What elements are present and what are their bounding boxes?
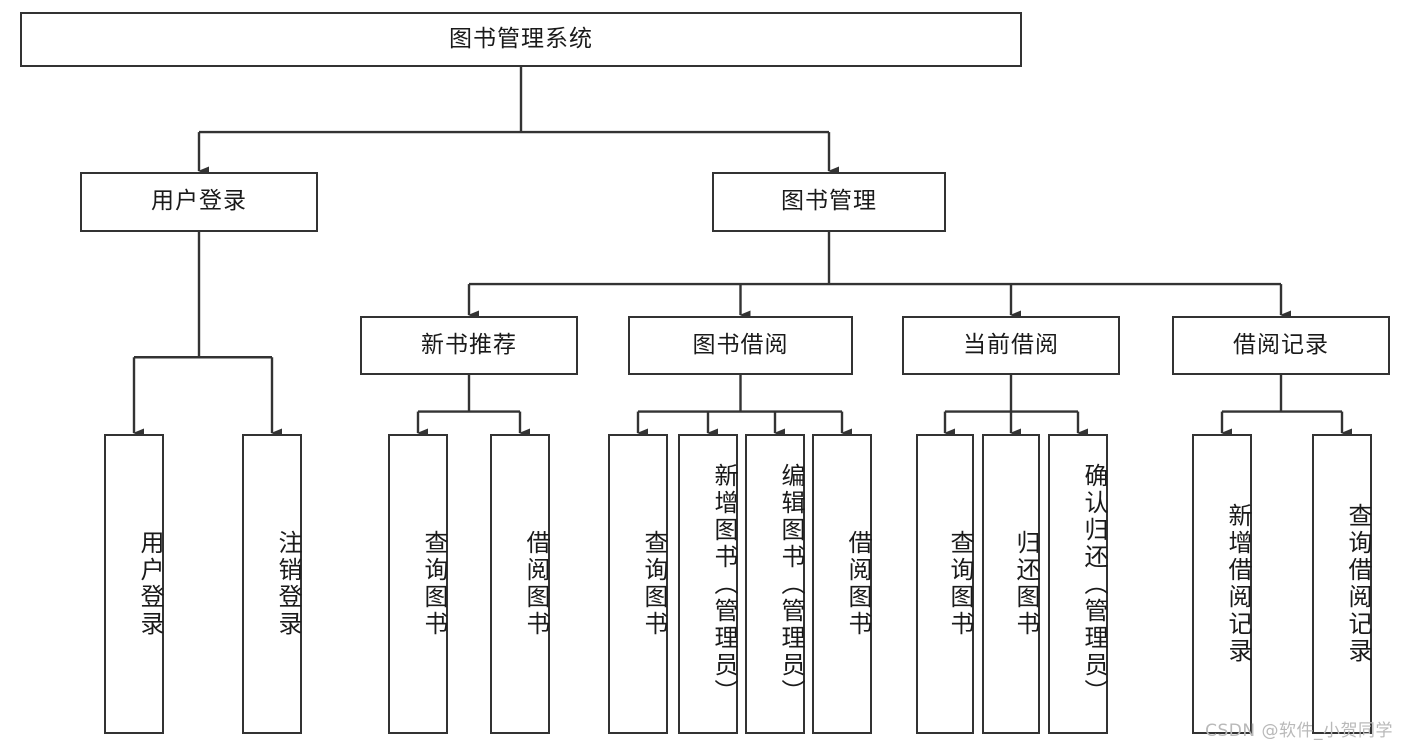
tree-node-records[interactable]: 借阅记录 [1172,316,1390,375]
tree-node-login[interactable]: 用户登录 [80,172,318,232]
tree-node-label: 查询图书 [420,530,448,638]
tree-node-bookmgmt[interactable]: 图书管理 [712,172,946,232]
tree-edges [132,67,1352,438]
edge-trunk-current [945,375,1078,413]
tree-node-label: 图书借阅 [692,331,789,358]
edge-trunk-root [199,67,829,134]
tree-node-label: 图书管理 [781,188,877,215]
tree-node-current[interactable]: 当前借阅 [902,316,1120,375]
tree-node-label: 查询图书 [640,530,668,638]
tree-node-label: 确认归还（管理员） [1080,462,1108,706]
tree-node-leaf-rec-2[interactable]: 查询借阅记录 [1312,434,1372,734]
tree-node-leaf-rec-1[interactable]: 新增借阅记录 [1192,434,1252,734]
tree-node-label: 借阅图书 [522,530,550,638]
tree-node-label: 编辑图书（管理员） [777,462,805,706]
tree-node-leaf-login-2[interactable]: 注销登录 [242,434,302,734]
tree-node-label: 图书管理系统 [449,25,593,52]
tree-node-label: 归还图书 [1012,530,1040,638]
tree-node-leaf-new-1[interactable]: 查询图书 [388,434,448,734]
tree-node-newbook[interactable]: 新书推荐 [360,316,578,375]
edge-trunk-newbook [418,375,520,413]
tree-node-label: 借阅记录 [1233,331,1329,358]
tree-node-leaf-new-2[interactable]: 借阅图书 [490,434,550,734]
tree-node-leaf-cur-1[interactable]: 查询图书 [916,434,974,734]
tree-node-leaf-bor-2[interactable]: 新增图书（管理员） [678,434,738,734]
tree-node-leaf-cur-3[interactable]: 确认归还（管理员） [1048,434,1108,734]
tree-node-label: 用户登录 [136,530,164,638]
tree-node-label: 当前借阅 [963,331,1059,358]
edge-trunk-borrow [638,375,842,413]
tree-node-label: 查询借阅记录 [1344,503,1372,665]
tree-node-leaf-cur-2[interactable]: 归还图书 [982,434,1040,734]
tree-node-label: 新书推荐 [421,331,517,358]
edge-trunk-login [134,232,272,359]
tree-node-leaf-login-1[interactable]: 用户登录 [104,434,164,734]
tree-node-leaf-bor-1[interactable]: 查询图书 [608,434,668,734]
tree-node-borrow[interactable]: 图书借阅 [628,316,853,375]
tree-node-label: 用户登录 [151,188,247,215]
tree-node-root[interactable]: 图书管理系统 [20,12,1022,67]
edge-trunk-records [1222,375,1342,413]
watermark-label: CSDN @软件_小贺同学 [1205,721,1393,741]
edge-trunk-bookmgmt [469,232,1281,286]
tree-node-leaf-bor-3[interactable]: 编辑图书（管理员） [745,434,805,734]
tree-node-label: 查询图书 [946,530,974,638]
tree-node-leaf-bor-4[interactable]: 借阅图书 [812,434,872,734]
tree-node-label: 新增借阅记录 [1224,503,1252,665]
tree-node-label: 新增图书（管理员） [710,462,738,706]
tree-node-label: 借阅图书 [844,530,872,638]
tree-node-label: 注销登录 [274,530,302,638]
